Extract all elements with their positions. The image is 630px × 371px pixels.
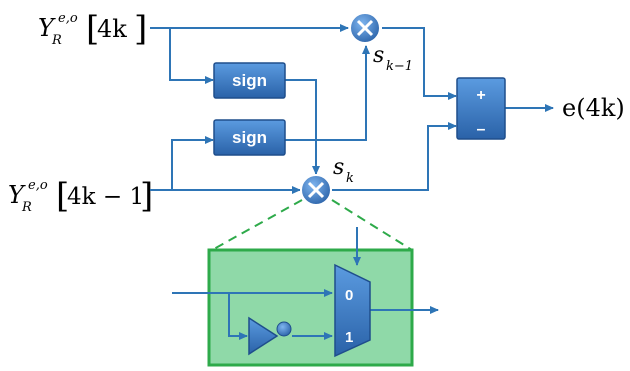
zoom-line-left — [211, 199, 303, 251]
input-top-bracket-open: [ — [86, 9, 99, 49]
input-top-arg: 4k — [97, 15, 127, 43]
input-bottom-label: Y e,o R [ 4k − 1 ] — [8, 176, 153, 216]
input-bottom-sub: R — [21, 200, 32, 215]
sign-block-bottom: sign — [213, 119, 286, 156]
input-top-sup: e,o — [58, 11, 78, 26]
input-bottom-sup: e,o — [28, 178, 48, 193]
zoom-line-right — [331, 199, 413, 251]
zoom-connector — [211, 199, 413, 251]
wire-topmult-to-adder — [382, 27, 457, 100]
wire-sign2-to-top-mult — [285, 45, 370, 141]
signal-s-km1-sub: k−1 — [386, 59, 413, 74]
inverter-bubble — [276, 321, 292, 337]
detail-box-background — [207, 248, 414, 367]
signal-sk-sub: k — [346, 171, 354, 186]
inverter-icon — [248, 316, 292, 356]
mux-input-1-label: 1 — [345, 329, 353, 346]
input-bottom-arg: 4k − 1 — [67, 184, 144, 210]
detail-box: 0 1 — [172, 227, 439, 367]
input-top-label: Y e,o R [ 4k ] — [38, 9, 147, 49]
multiplier-top-cross-b — [356, 19, 374, 37]
input-bottom-base: Y — [8, 181, 26, 209]
wire-top-to-sign1 — [169, 28, 214, 84]
detail-wires — [172, 227, 439, 340]
input-top-base: Y — [38, 14, 56, 42]
sign-block-top-label: sign — [232, 71, 267, 90]
detail-wire-input-to-inverter — [228, 293, 248, 340]
wire-sign1-to-bottom-mult — [285, 79, 320, 175]
input-top-sub: R — [51, 33, 62, 48]
signal-s-k: s k — [333, 155, 354, 186]
sign-block-top: sign — [213, 62, 286, 99]
output-label: e(4k) — [562, 94, 625, 122]
wire-bottommult-to-adder — [332, 122, 457, 191]
adder-block: + – — [456, 77, 506, 140]
wires — [150, 24, 554, 194]
signal-s-k-minus-1: s k−1 — [373, 43, 413, 74]
signal-sk-base: s — [333, 155, 344, 180]
wire-bottom-to-sign2 — [171, 136, 214, 190]
signal-s-km1-base: s — [373, 43, 384, 68]
sign-block-bottom-label: sign — [232, 128, 267, 147]
adder-plus: + — [476, 87, 485, 104]
multiplier-top — [349, 12, 381, 44]
multiplier-bottom — [300, 174, 332, 206]
mux-block: 0 1 — [334, 263, 371, 358]
adder-minus: – — [477, 121, 486, 138]
input-bottom-bracket-open: [ — [56, 176, 69, 216]
input-top-bracket-close: ] — [134, 9, 147, 49]
mux-input-0-label: 0 — [345, 287, 353, 304]
multiplier-bottom-cross-b — [307, 181, 325, 199]
input-bottom-bracket-close: ] — [140, 176, 153, 216]
